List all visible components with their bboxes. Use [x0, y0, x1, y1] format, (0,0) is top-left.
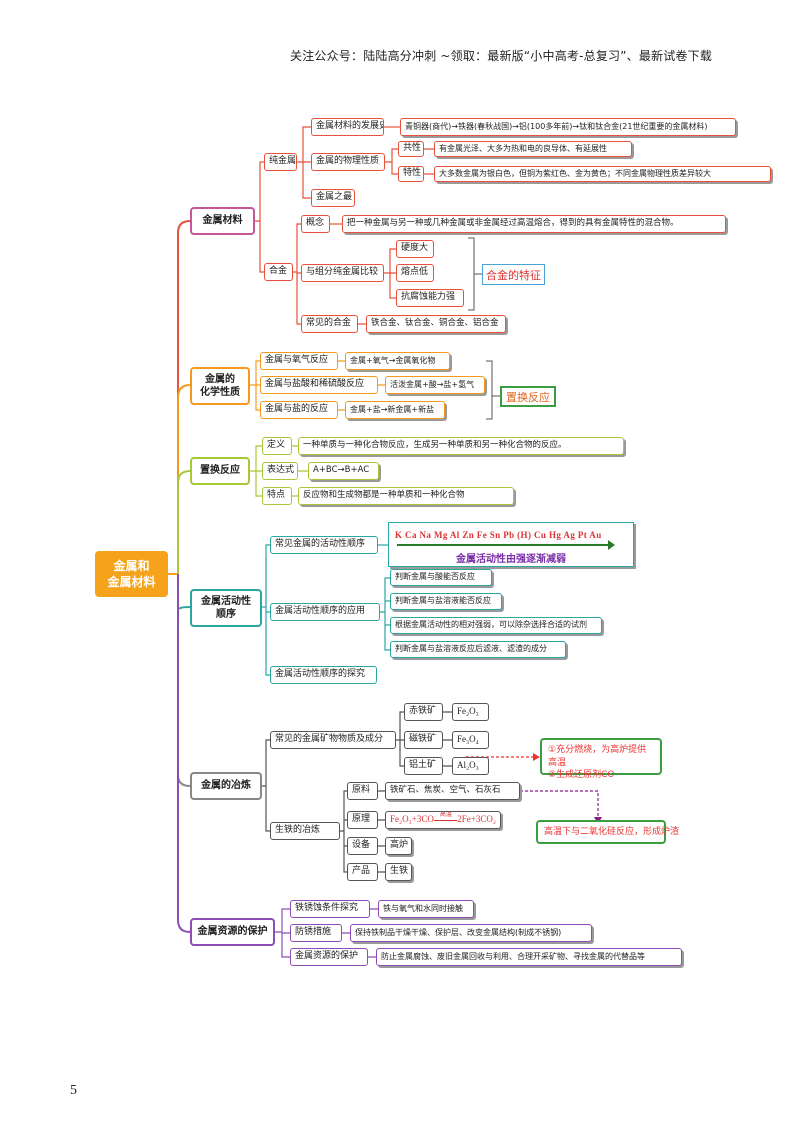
common-alloys-text-box: 铁合金、钛合金、铜合金、铝合金 [366, 315, 506, 333]
hematite-box: 赤铁矿 [404, 703, 443, 721]
activity-application-box: 金属活动性顺序的应用 [270, 603, 380, 621]
root-node: 金属和 金属材料 [95, 551, 168, 597]
rust-condition-box: 铁锈蚀条件探究 [290, 900, 370, 918]
equation-arrow: 高温 [433, 812, 458, 821]
alloy-box: 合金 [264, 263, 293, 281]
history-box: 金属材料的发展史 [311, 118, 384, 136]
alloy-concept-box: 概念 [301, 215, 330, 233]
corrosion-resistance-box: 抗腐蚀能力强 [396, 289, 464, 307]
history-text-box: 青铜器(商代)→铁器(春秋战国)→铝(100多年前)→钛和钛合金(21世纪重要的… [400, 118, 736, 136]
app-acid-box: 判断金属与酸能否反应 [390, 569, 492, 586]
metal-oxygen-text-box: 金属+氧气→金属氧化物 [345, 352, 450, 370]
app-salt-box: 判断金属与盐溶液能否反应 [390, 593, 502, 610]
chemical-properties-node: 金属的 化学性质 [190, 367, 250, 405]
metal-salt-box: 金属与盐的反应 [260, 401, 338, 419]
activity-series-panel: K Ca Na Mg Al Zn Fe Sn Pb (H) Cu Hg Ag P… [388, 522, 634, 567]
equation-products: 2Fe+3CO₂ [457, 814, 496, 825]
magnetite-formula-box: Fe₃O₄ [452, 731, 489, 749]
melting-point-box: 熔点低 [396, 264, 434, 282]
principle-equation-box: Fe₂O₃+3CO 高温 2Fe+3CO₂ [385, 811, 501, 829]
alloy-compare-box: 与组分纯金属比较 [301, 264, 384, 282]
activity-series-node: 金属活动性 顺序 [190, 589, 262, 627]
hematite-formula-box: Fe₂O₃ [452, 703, 489, 721]
expression-box: 表达式 [262, 462, 298, 480]
expression-text-box: A+BC→B+AC [308, 462, 379, 480]
activity-caption: 金属活动性由强逐渐减弱 [456, 554, 566, 565]
equipment-text-box: 高炉 [385, 837, 412, 855]
metal-acid-text-box: 活泼金属+酸→盐+氢气 [385, 376, 485, 394]
resource-protection-box: 金属资源的保护 [290, 948, 368, 966]
metal-acid-box: 金属与盐酸和稀硫酸反应 [260, 376, 378, 394]
alloy-concept-text-box: 把一种金属与另一种或几种金属或非金属经过高温熔合，得到的具有金属特性的混合物。 [342, 215, 726, 233]
equation-line [433, 820, 458, 821]
product-box: 产品 [347, 863, 378, 881]
app-purify-box: 根据金属活动性的相对强弱，可以除杂选择合适的试剂 [390, 617, 602, 634]
common-property-text-box: 有金属光泽、大多为热和电的良导体、有延展性 [434, 141, 632, 157]
common-alloys-box: 常见的合金 [301, 315, 358, 333]
decreasing-arrow-icon [397, 540, 615, 550]
metal-series-text: K Ca Na Mg Al Zn Fe Sn Pb (H) Cu Hg Ag P… [395, 530, 602, 540]
special-property-box: 特性 [398, 166, 424, 182]
raw-material-text-box: 铁矿石、焦炭、空气、石灰石 [385, 782, 520, 800]
equipment-box: 设备 [347, 837, 378, 855]
page-header: 关注公众号：陆陆高分冲刺 ~领取：最新版“小中高考-总复习”、最新试卷下载 [290, 49, 713, 63]
pure-metal-box: 纯金属 [264, 153, 297, 171]
common-activity-box: 常见金属的活动性顺序 [270, 536, 378, 554]
pig-iron-box: 生铁的冶炼 [270, 822, 340, 840]
rust-condition-text-box: 铁与氧气和水同时接触 [378, 900, 474, 918]
metal-salt-text-box: 金属+盐→新金属+新盐 [345, 401, 445, 419]
definition-text-box: 一种单质与一种化合物反应，生成另一种单质和另一种化合物的反应。 [298, 437, 624, 455]
bauxite-box: 铝土矿 [404, 757, 443, 775]
feature-box: 特点 [262, 487, 292, 505]
page-number: 5 [70, 1083, 77, 1098]
alloy-feature-tag: 合金的特征 [482, 264, 545, 285]
rust-prevention-box: 防锈措施 [290, 924, 342, 942]
limestone-role-note: 高温下与二氧化硅反应，形成炉渣 [536, 820, 679, 844]
metal-materials-node: 金属材料 [190, 207, 255, 235]
displacement-node: 置换反应 [190, 457, 250, 485]
equation-reactants: Fe₂O₃+3CO [390, 814, 434, 825]
magnetite-box: 磁铁矿 [404, 731, 443, 749]
ore-box: 常见的金属矿物物质及成分 [270, 731, 396, 749]
metal-oxygen-box: 金属与氧气反应 [260, 352, 338, 370]
definition-box: 定义 [262, 437, 292, 455]
product-text-box: 生铁 [385, 863, 412, 881]
coke-role-note: ①充分燃烧，为高炉提供高温 ②生成还原剂CO [540, 738, 662, 780]
rust-prevention-text-box: 保持铁制品干燥干燥、保护层、改变金属结构(制成不锈钢) [350, 924, 592, 942]
bauxite-formula-box: Al₂O₃ [452, 757, 489, 775]
activity-explore-box: 金属活动性顺序的探究 [270, 666, 377, 684]
feature-text-box: 反应物和生成物都是一种单质和一种化合物 [298, 487, 514, 505]
principle-box: 原理 [347, 811, 378, 829]
physical-properties-box: 金属的物理性质 [311, 153, 385, 171]
common-property-box: 共性 [398, 141, 424, 157]
smelting-node: 金属的冶炼 [190, 772, 262, 800]
special-property-text-box: 大多数金属为银白色，但铜为紫红色、金为黄色；不同金属物理性质差异较大 [434, 166, 771, 182]
hardness-box: 硬度大 [396, 240, 434, 258]
displacement-tag: 置换反应 [500, 386, 556, 407]
app-filtrate-box: 判断金属与盐溶液反应后滤液、滤渣的成分 [390, 641, 566, 658]
equation-condition: 高温 [439, 812, 452, 818]
resource-protection-node: 金属资源的保护 [190, 918, 275, 946]
raw-material-box: 原料 [347, 782, 378, 800]
metal-records-box: 金属之最 [311, 189, 355, 207]
resource-protection-text-box: 防止金属腐蚀、废旧金属回收与利用、合理开采矿物、寻找金属的代替品等 [376, 948, 682, 966]
